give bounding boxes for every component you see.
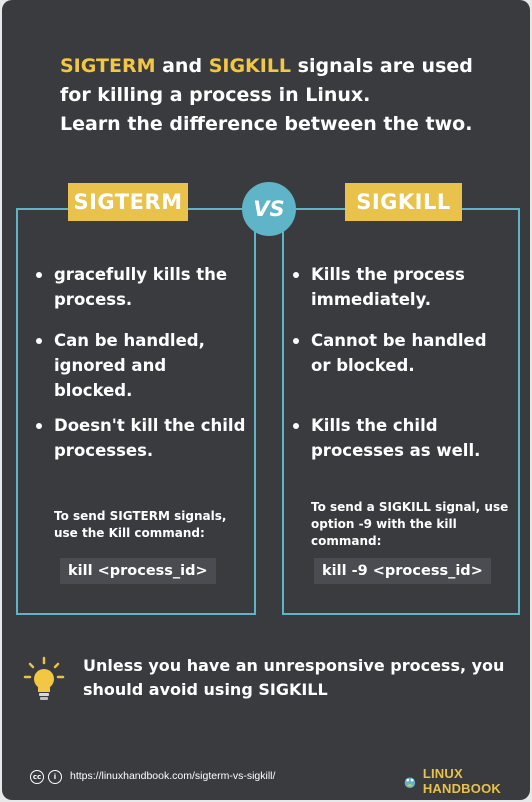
linux-handbook-logo-icon xyxy=(404,777,416,789)
sigterm-note: To send SIGTERM signals, use the Kill co… xyxy=(54,509,227,540)
sigkill-point: Kills the process immediately. xyxy=(293,262,481,312)
intro-line-1-rest: signals are used xyxy=(291,55,473,77)
intro-term-sigterm: SIGTERM xyxy=(60,55,156,77)
sigkill-point: Cannot be handled or blocked. xyxy=(293,328,501,378)
license-icons: cc i xyxy=(30,770,62,784)
sigkill-command: kill -9 <process_id> xyxy=(314,558,491,584)
sigkill-note: To send a SIGKILL signal, use option -9 … xyxy=(311,500,509,548)
tip-text: Unless you have an unresponsive process,… xyxy=(83,656,505,699)
intro-line-3: Learn the difference between the two. xyxy=(60,113,473,135)
sigkill-title-badge: SIGKILL xyxy=(345,183,462,221)
source-url: https://linuxhandbook.com/sigterm-vs-sig… xyxy=(70,770,276,782)
sigterm-point: gracefully kills the process. xyxy=(36,262,234,312)
intro-term-sigkill: SIGKILL xyxy=(208,55,292,77)
creative-commons-icon: cc xyxy=(30,770,44,784)
sigkill-point: Kills the child processes as well. xyxy=(293,413,491,463)
brand-logo: LINUX HANDBOOK xyxy=(402,766,530,796)
intro-text: SIGTERM and SIGKILL signals are used for… xyxy=(60,52,510,139)
attribution-icon: i xyxy=(48,770,62,784)
sigterm-point: Doesn't kill the child processes. xyxy=(36,413,254,463)
sigterm-title-badge: SIGTERM xyxy=(68,183,188,221)
intro-line-2: for killing a process in Linux. xyxy=(60,84,371,106)
intro-and: and xyxy=(155,55,209,77)
intro-line-1: SIGTERM and SIGKILL signals are used xyxy=(60,52,510,81)
bulb-icon xyxy=(23,656,65,700)
sigterm-command: kill <process_id> xyxy=(60,558,216,584)
vs-badge: VS xyxy=(242,182,296,236)
sigterm-point: Can be handled, ignored and blocked. xyxy=(36,328,224,403)
brand-name: LINUX HANDBOOK xyxy=(422,766,501,796)
